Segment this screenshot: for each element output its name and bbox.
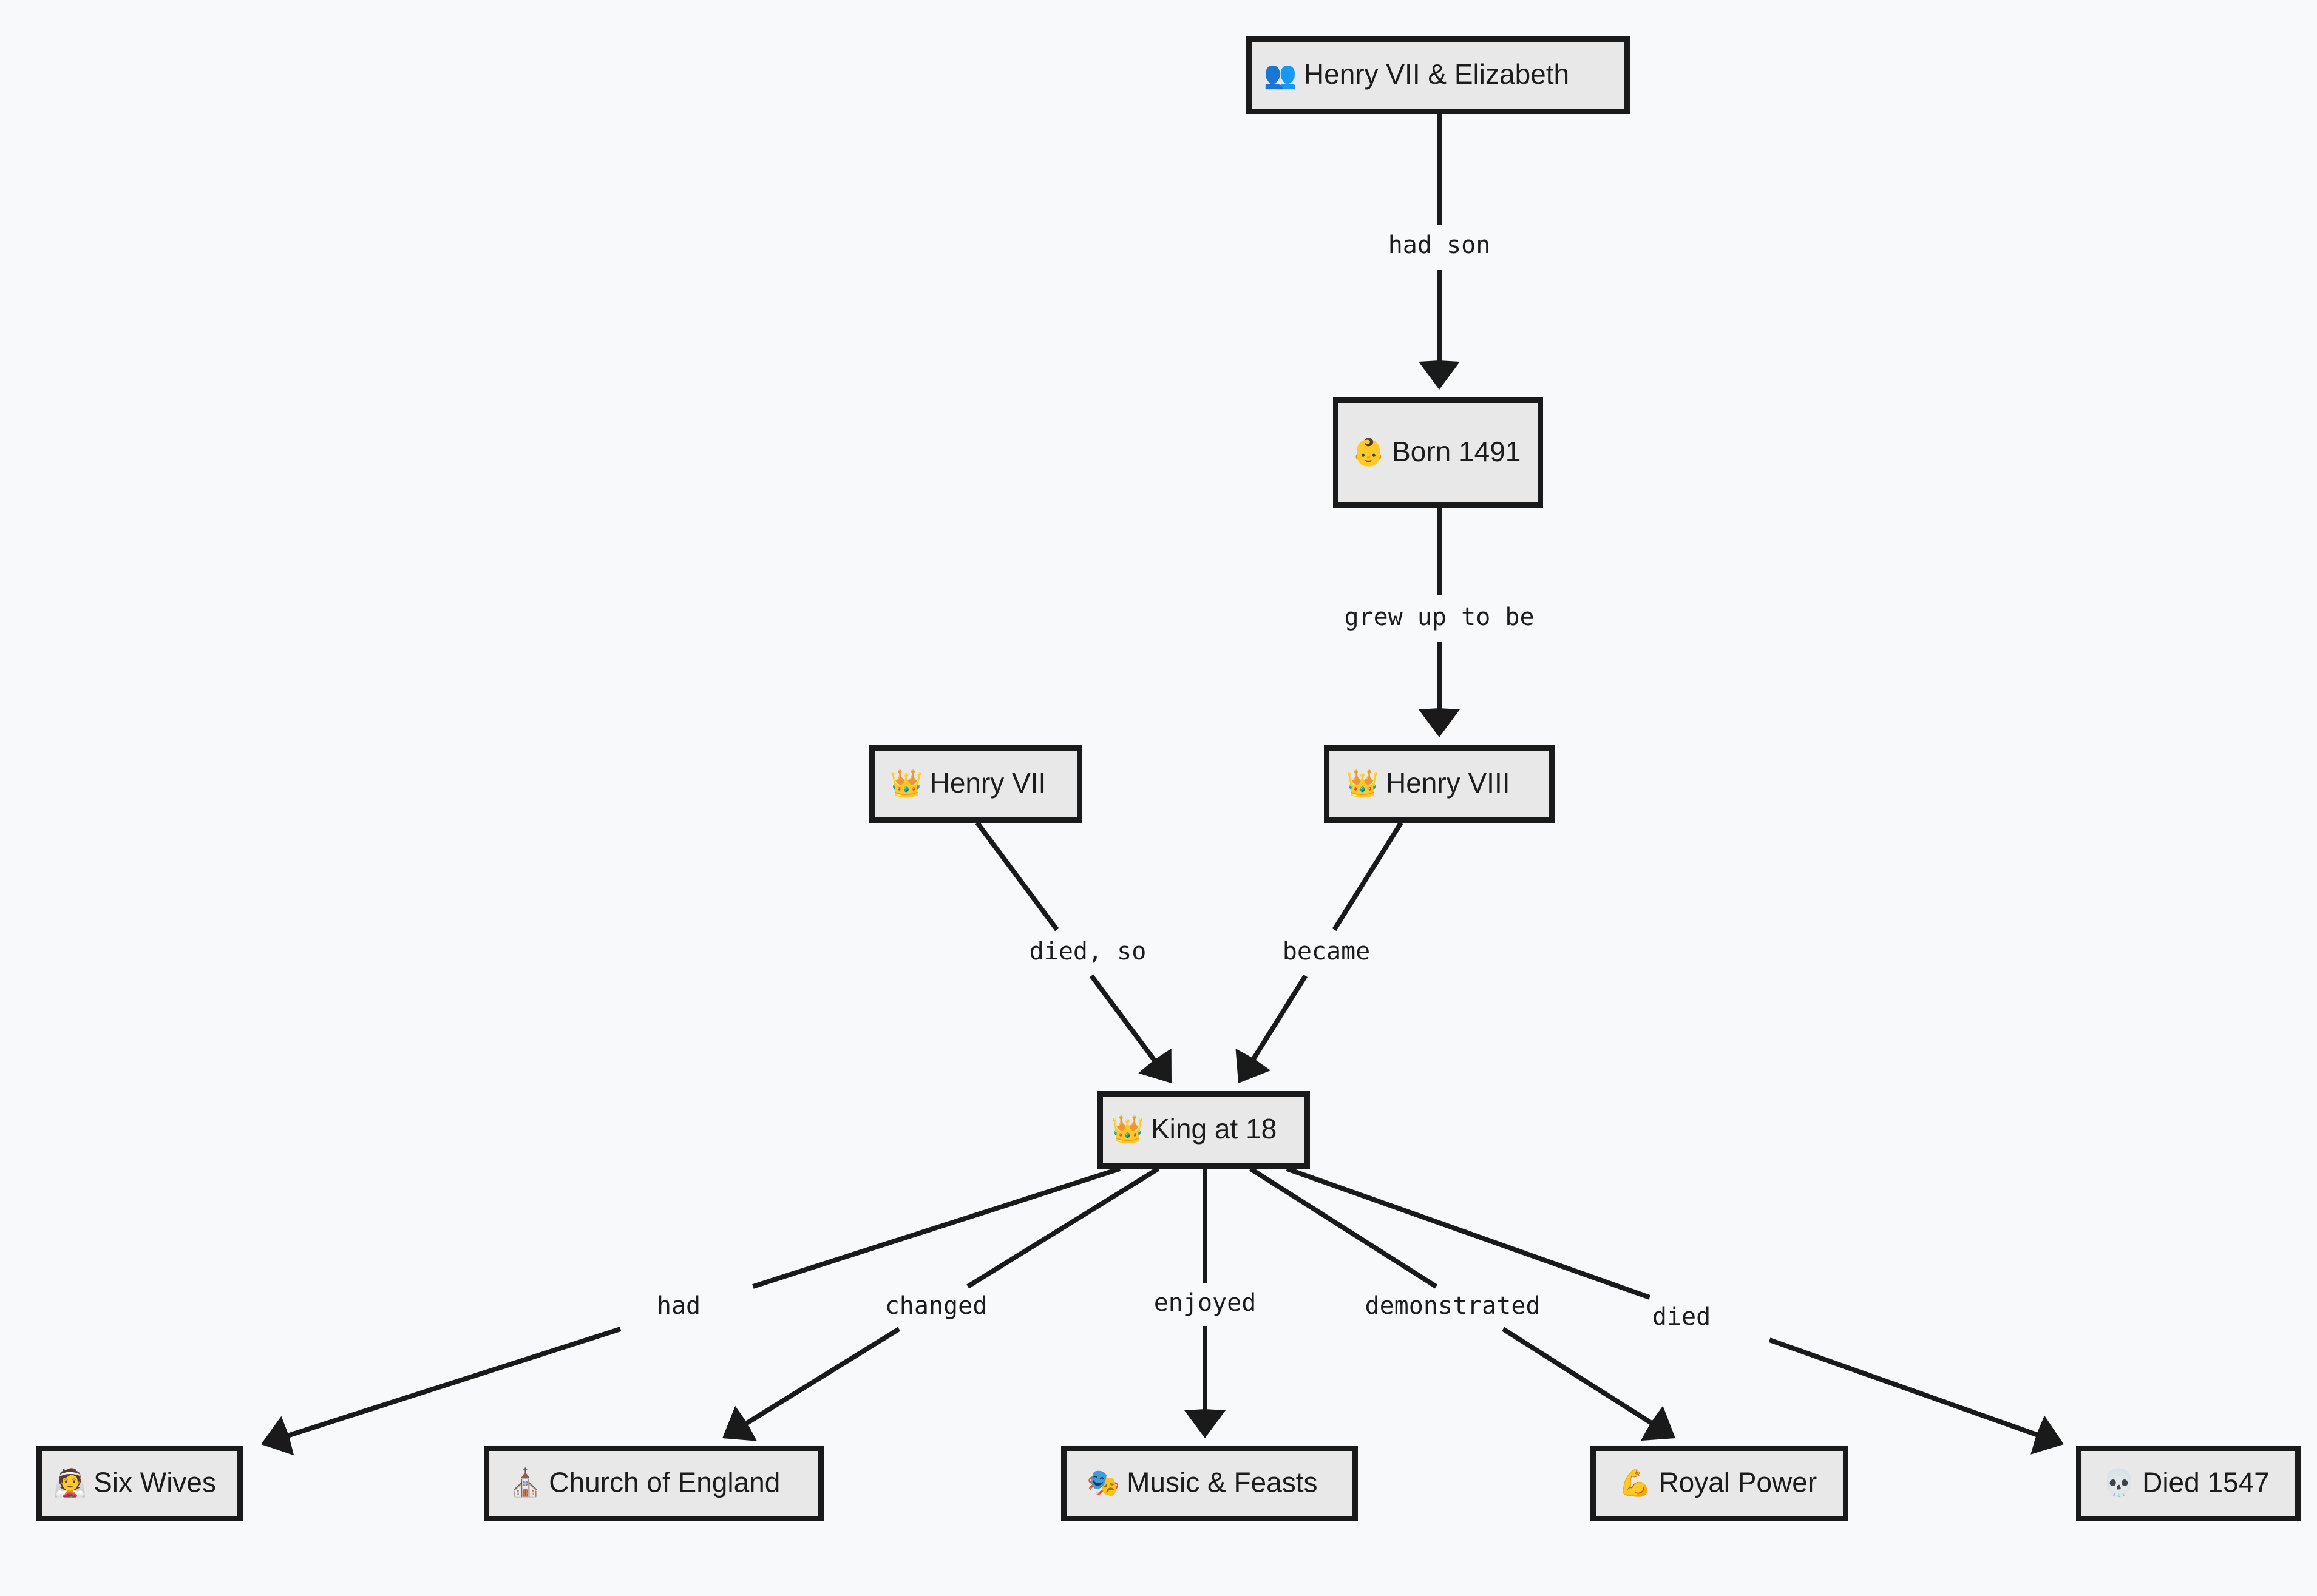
edge-labels-layer: had son grew up to be died, so became had cha… [657,231,1711,1331]
edge-king18-to-died [1286,1166,2064,1455]
bride-with-veil-icon: 👰 [53,1467,87,1499]
node-label-church: Church of England [549,1467,780,1498]
edge-label-e3: died, so [1030,938,1147,965]
node-label-parents: Henry VII & Elizabeth [1304,58,1569,90]
edge-king18-to-wives [261,1166,1121,1456]
node-henry8[interactable]: 👑Henry VIII [1324,745,1555,823]
edge-henry7-to-king18 [975,821,1172,1083]
node-label-henry7: Henry VII [930,767,1047,799]
node-label-power: Royal Power [1658,1467,1817,1498]
node-henry7[interactable]: 👑Henry VII [869,745,1082,823]
edge-born-to-henry8 [1419,508,1460,737]
crown-icon: 👑 [1111,1114,1144,1145]
edge-parents-to-born [1419,114,1460,390]
node-king18[interactable]: 👑King at 18 [1097,1091,1310,1169]
church-icon: ⛪ [509,1467,542,1499]
busts-in-silhouette-icon: 👥 [1264,59,1297,90]
edges-layer [261,114,2064,1456]
skull-icon: 💀 [2102,1468,2136,1499]
edge-label-e8: demonstrated [1365,1292,1541,1320]
node-label-wives: Six Wives [93,1467,216,1498]
edge-label-e9: died [1652,1303,1711,1331]
edge-label-e4: became [1283,938,1371,965]
node-label-died: Died 1547 [2142,1467,2270,1498]
crown-icon: 👑 [890,768,923,799]
node-label-born: Born 1491 [1392,436,1521,467]
node-music[interactable]: 🎭Music & Feasts [1061,1446,1358,1521]
edge-label-e2: grew up to be [1344,603,1534,631]
baby-icon: 👶 [1352,437,1385,468]
node-church[interactable]: ⛪Church of England [484,1446,824,1521]
flexed-biceps-icon: 💪 [1618,1468,1652,1499]
edge-label-e7: enjoyed [1154,1289,1257,1317]
node-died[interactable]: 💀Died 1547 [2076,1446,2301,1521]
edge-label-e5: had [657,1292,701,1320]
node-label-king18: King at 18 [1151,1113,1277,1145]
performing-arts-icon: 🎭 [1087,1468,1120,1499]
crown-icon: 👑 [1346,768,1379,799]
edge-henry8-to-king18 [1235,821,1403,1083]
node-power[interactable]: 💪Royal Power [1590,1446,1848,1521]
edge-label-e1: had son [1388,231,1491,259]
node-born[interactable]: 👶Born 1491 [1333,397,1543,508]
edge-king18-to-power [1249,1166,1675,1441]
node-label-henry8: Henry VIII [1386,767,1510,799]
edge-king18-to-church [722,1166,1160,1441]
edge-king18-to-music [1184,1169,1226,1438]
node-label-music: Music & Feasts [1127,1467,1317,1498]
nodes-layer: 👥Henry VII & Elizabeth👶Born 1491👑Henry V… [36,36,2301,1521]
edge-label-e6: changed [885,1292,988,1320]
node-parents[interactable]: 👥Henry VII & Elizabeth [1246,36,1630,114]
node-wives[interactable]: 👰Six Wives [36,1446,243,1521]
